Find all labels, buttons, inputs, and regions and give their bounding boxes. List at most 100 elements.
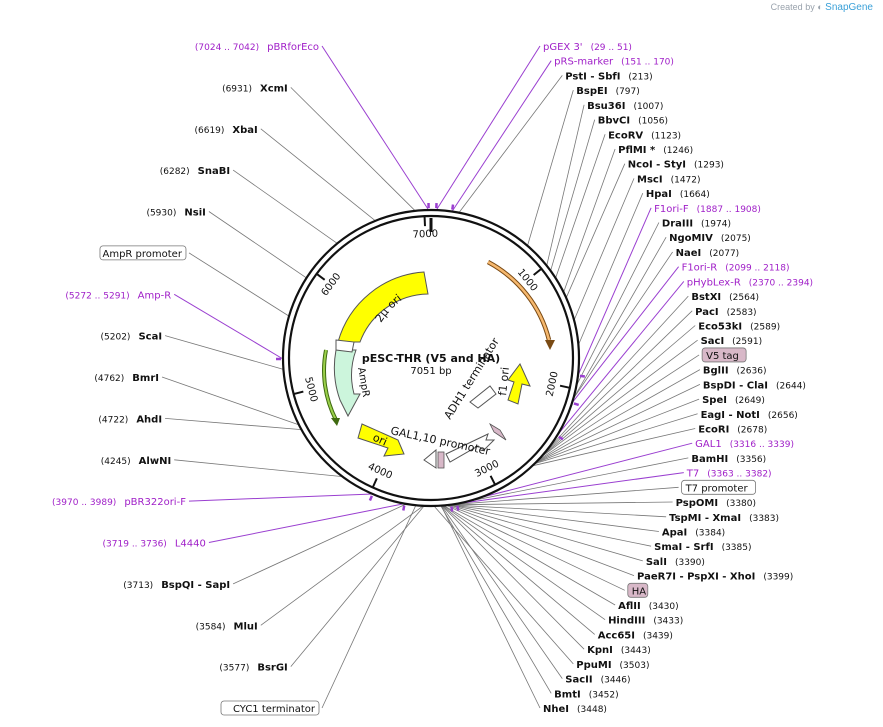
label-pspomi: PspOMI(3380) (676, 498, 756, 509)
label-draiii: DraIII(1974) (662, 219, 731, 230)
label-smai-srfi: SmaI - SrfI(3385) (654, 542, 751, 553)
label-paci: PacI(2583) (695, 307, 756, 318)
label-alwni: (4245)AlwNI (101, 456, 171, 467)
label-text-f1ori-r: F1ori-R(2099 .. 2118) (682, 263, 790, 274)
leader-bspqi-sapi (232, 503, 407, 585)
leader-bmti (440, 505, 552, 694)
label-pbrforeco: (7024 .. 7042)pBRforEco (195, 42, 319, 53)
orf-arc-fill (487, 260, 551, 341)
backbone-inner-ring (287, 214, 575, 502)
leader-l4440 (208, 503, 405, 543)
tick-3000 (489, 475, 496, 486)
label-box-t7-promoter (681, 479, 756, 495)
label-text-eagi-noti: EagI - NotI(2656) (701, 410, 798, 421)
leader-bbvci (550, 119, 596, 271)
label-f1-ori: f1 ori (496, 366, 512, 396)
tick-label-2000: 2000 (545, 370, 561, 397)
label-text-cyc1-terminator: CYC1 terminator (233, 704, 316, 715)
snapgene-logo-icon: ◐ (817, 2, 823, 12)
label-text-phyblex-r: pHybLex-R(2370 .. 2394) (687, 277, 813, 288)
leader-sali (448, 504, 643, 562)
label-ppumi: PpuMI(3503) (576, 660, 649, 671)
label-text-amp-r: (5272 .. 5291)Amp-R (65, 290, 171, 301)
label-text-f1ori-f: F1ori-F(1887 .. 1908) (654, 204, 761, 215)
label-pgex-3: pGEX 3'(29 .. 51) (543, 42, 632, 53)
label-text-eco53ki: Eco53kI(2589) (698, 322, 780, 333)
label-ori: ori (371, 431, 389, 449)
tag-marker (489, 422, 507, 441)
label-text-bsu36i: Bsu36I(1007) (587, 101, 663, 112)
label-text-bspqi-sapi: (3713)BspQI - SapI (123, 580, 230, 591)
label-bstxi: BstXI(2564) (691, 292, 759, 303)
label-bspei: BspEI(797) (576, 86, 640, 97)
label-text-pspomi: PspOMI(3380) (676, 498, 756, 509)
tick-2000 (559, 384, 571, 389)
plasmid-length: 7051 bp (410, 366, 451, 377)
leader-f1ori-r (571, 266, 679, 404)
label-snabi: (6282)SnaBI (160, 166, 230, 177)
label-text-pgex-3: pGEX 3'(29 .. 51) (543, 42, 632, 53)
tick-1000 (533, 267, 543, 276)
leader-bamhi (453, 457, 689, 505)
leader-ecorv (555, 134, 606, 279)
tick-5000 (293, 390, 304, 396)
leader-amp-r (173, 293, 284, 360)
leader-pflmi (563, 148, 616, 293)
leader-hpai (578, 192, 644, 346)
label-text-pbr322ori-f: (3970 .. 3989)pBR322ori-F (52, 497, 186, 508)
leader-apai (449, 504, 659, 532)
label-text-bspei: BspEI(797) (576, 86, 640, 97)
label-text-bglii: BglII(2636) (703, 366, 767, 377)
orf-arrowhead (545, 340, 555, 350)
feature-f1-ori (507, 363, 531, 405)
label-hindiii: HindIII(3433) (608, 616, 683, 627)
leader-pbr322ori-f (188, 493, 373, 502)
feature-amp-promoter (335, 339, 355, 353)
label-text-ampr-promoter: AmpR promoter (102, 249, 182, 260)
label-saci: SacI(2591) (701, 336, 763, 347)
label-gal1: GAL1(3316 .. 3339) (695, 439, 794, 450)
feature-gal-promoter-right (445, 433, 496, 463)
site-mark-pbr322ori-f (368, 495, 374, 501)
label-text-bsrgi: (3577)BsrGI (219, 663, 287, 674)
leader-prs-marker (451, 60, 552, 212)
leader-acc65i (442, 505, 595, 635)
label-phyblex-r: pHybLex-R(2370 .. 2394) (687, 277, 813, 288)
leader-draiii (576, 222, 660, 386)
label-xcmi: (6931)XcmI (222, 83, 288, 94)
label-box-ampr-promoter (99, 245, 187, 261)
label-text-bmri: (4762)BmrI (94, 373, 159, 384)
label-bmri: (4762)BmrI (94, 373, 159, 384)
site-mark-phyblex-r (558, 435, 564, 441)
label-t7: T7(3363 .. 3382) (686, 469, 772, 480)
label-text-hindiii: HindIII(3433) (608, 616, 683, 627)
leader-tspmi-xmai (449, 504, 667, 518)
leader-pbrforeco (321, 45, 430, 211)
leader-smai-srfi (449, 504, 652, 547)
leader-t7 (451, 472, 684, 506)
leader-cyc1-terminator (321, 505, 417, 709)
label-msci: MscI(1472) (637, 174, 701, 185)
green-arrowhead (331, 418, 340, 426)
label-text-sali: SalI(3390) (646, 557, 705, 568)
label-text-draiii: DraIII(1974) (662, 219, 731, 230)
label-text-ncoi-styi: NcoI - StyI(1293) (628, 160, 724, 171)
label-box-cyc1-terminator (220, 700, 320, 716)
tick-label-4000: 4000 (366, 461, 394, 481)
label-text-ha: HA (632, 586, 647, 597)
leader-hindiii (442, 505, 606, 621)
label-text-alwni: (4245)AlwNI (101, 456, 171, 467)
label-bglii: BglII(2636) (703, 366, 767, 377)
label-bsu36i: Bsu36I(1007) (587, 101, 663, 112)
snapgene-credit: Created by ◐ SnapGene (771, 2, 873, 13)
leader-t7-promoter (450, 486, 679, 506)
label-text-bmti: BmtI(3452) (554, 689, 618, 700)
label-mlui: (3584)MluI (196, 621, 258, 632)
label-text-bstxi: BstXI(2564) (691, 292, 759, 303)
leader-kpni (441, 505, 585, 650)
label-text-pbrforeco: (7024 .. 7042)pBRforEco (195, 42, 319, 53)
leader-spei (535, 398, 700, 464)
gal1-marker (437, 451, 445, 469)
label-ecori: EcoRI(2678) (698, 424, 767, 435)
